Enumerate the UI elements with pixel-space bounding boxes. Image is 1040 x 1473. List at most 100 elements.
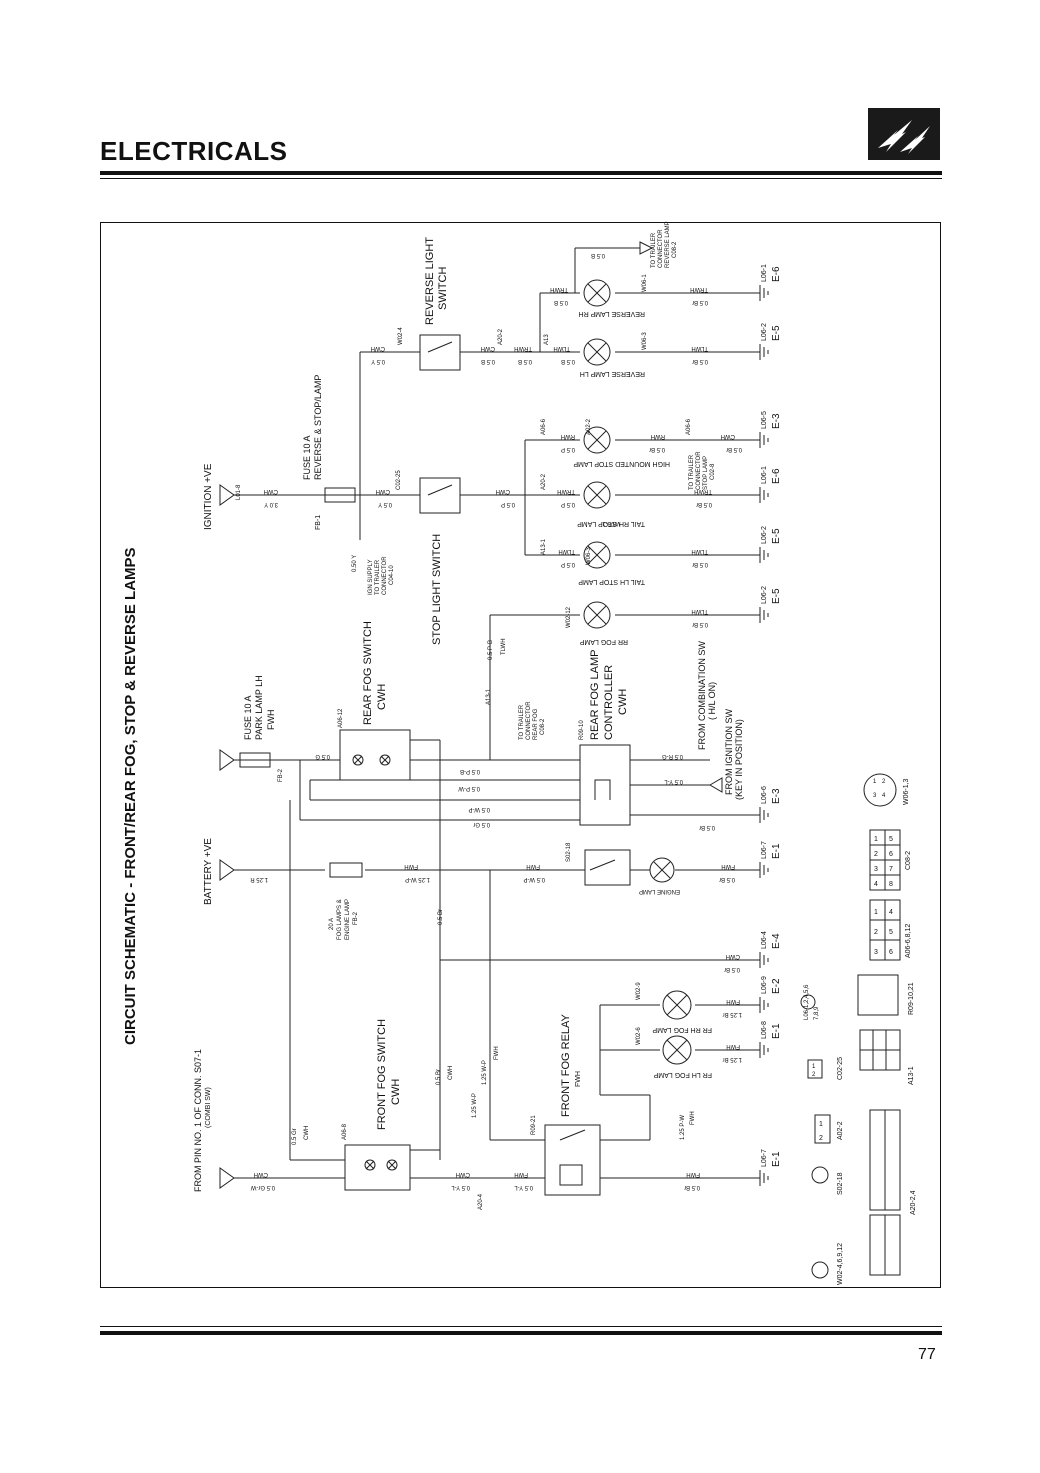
rear-fog-controller-label: CONTROLLER xyxy=(603,665,615,740)
wire-label: 0.5 Br xyxy=(436,1069,442,1085)
svg-text:1: 1 xyxy=(874,909,878,916)
svg-text:2: 2 xyxy=(812,1072,816,1078)
connector-id: A13 xyxy=(544,334,550,345)
from-ignition-label: FROM IGNITION SW xyxy=(724,709,734,795)
fuse-park-lamp xyxy=(239,752,271,768)
ground-label: E-6 xyxy=(771,468,782,484)
wire-label: 0.5 B xyxy=(561,358,575,364)
ground-label: L06-4 xyxy=(761,931,768,949)
wire-label: 1.25 W-P xyxy=(482,1060,488,1085)
front-fog-relay-label: FRONT FOG RELAY xyxy=(560,1013,572,1117)
connector-id: W02-9 xyxy=(636,982,642,1000)
svg-text:4: 4 xyxy=(882,793,886,799)
ground-label: E-6 xyxy=(771,266,782,282)
wire-label: FWH xyxy=(690,1111,696,1125)
connector-id: R09-10 xyxy=(579,720,585,740)
svg-text:1: 1 xyxy=(819,1121,823,1128)
engine-lamp xyxy=(649,857,675,883)
svg-text:A20-2,4: A20-2,4 xyxy=(910,1190,917,1215)
connector-id: W02-4 xyxy=(398,327,404,345)
svg-text:C08-2: C08-2 xyxy=(905,851,912,870)
footer-rule-thick xyxy=(100,1331,942,1335)
stop-light-switch xyxy=(419,477,461,514)
from-pin-label: FROM PIN NO. 1 OF CONN. S07-1 xyxy=(193,1049,203,1192)
lamp-label: TAIL LH STOP LAMP xyxy=(578,578,645,585)
wire-label: CWH xyxy=(304,1126,310,1140)
from-ignition-label: (KEY IN POSITION) xyxy=(734,719,744,800)
combi-sw-label: (COMBI SW) xyxy=(205,1087,212,1128)
reverse-lamp-rh xyxy=(583,279,611,307)
lamp-label: FR LH FOG LAMP xyxy=(653,1071,712,1078)
ground-label: L06-2 xyxy=(761,586,768,604)
wire-label: 1.25 W-P xyxy=(472,1093,478,1118)
lamp-label: TAIL RH STOP LAMP xyxy=(577,520,645,527)
park-terminal xyxy=(219,749,235,771)
engine-lamp-switch xyxy=(584,849,631,886)
trailer-connector-label: STOP LAMP xyxy=(703,456,709,490)
ground-label: E-5 xyxy=(771,528,782,544)
ground-label: E-4 xyxy=(771,933,782,949)
ground-label: E-3 xyxy=(771,788,782,804)
wire-label: CWH xyxy=(456,1171,470,1177)
fuse-fog-label: FB-2 xyxy=(353,911,359,925)
ground-label: L06-7 xyxy=(761,1149,768,1167)
trailer-connector-label: CONNECTOR xyxy=(658,229,664,268)
page-header-title: ELECTRICALS xyxy=(100,136,288,166)
wire-label: 0.5 W-P xyxy=(523,876,545,882)
ground-label: E-1 xyxy=(771,843,782,859)
ignition-sw-terminal xyxy=(709,777,723,793)
wire-label: 0.5 W-P xyxy=(468,806,490,812)
battery-terminal xyxy=(219,859,235,881)
connector-id: S02-18 xyxy=(566,842,572,862)
ignition-terminal xyxy=(219,484,235,506)
ground-label: E-1 xyxy=(771,1151,782,1167)
svg-text:A02-2: A02-2 xyxy=(837,1121,844,1140)
ignition-supply-label: IGNITION +VE xyxy=(203,463,214,530)
wire-label: TRWH xyxy=(694,488,712,494)
svg-text:6: 6 xyxy=(889,949,893,956)
wire-label: 1.25 P-W xyxy=(680,1115,686,1140)
fuse-park-label: FWH xyxy=(266,710,276,731)
tail-rh-stop-lamp xyxy=(583,481,611,509)
lamp-label: REVERSE LAMP RH xyxy=(579,310,645,317)
ground-label: L06-2 xyxy=(761,323,768,341)
svg-text:7,8,9: 7,8,9 xyxy=(814,1006,820,1020)
wire-label: 0.5 Y xyxy=(378,501,392,507)
ign-supply-label: 0.50 Y xyxy=(352,555,358,572)
wire-label: 0.5 Br xyxy=(699,824,715,830)
ground-label: L06-7 xyxy=(761,841,768,859)
ground-label: E-5 xyxy=(771,325,782,341)
connector-id: A06-6 xyxy=(686,418,692,435)
svg-text:L06-1,2,4,5,6: L06-1,2,4,5,6 xyxy=(804,984,810,1020)
fuse-park-label: FUSE 10 A xyxy=(243,695,253,740)
wire-label: 1.25 R xyxy=(250,876,268,882)
trailer-connector-label: CONNECTOR xyxy=(526,701,532,740)
wire-label: 0.5 Y-L xyxy=(514,1184,533,1190)
wire-label: 0.5 R-G xyxy=(662,753,683,759)
wire-label: 0.5 Br xyxy=(438,909,444,925)
wire-label: 0.5 Br xyxy=(719,876,735,882)
fuse-reverse-label: REVERSE & STOP/LAMP xyxy=(313,375,323,480)
wire-label: CWH xyxy=(264,488,278,494)
wire-label: 0.5 Y xyxy=(371,358,385,364)
lamp-label: HIGH MOUNTED STOP LAMP xyxy=(573,460,670,467)
wire-label: 0.5 B xyxy=(481,358,495,364)
svg-text:3: 3 xyxy=(874,949,878,956)
wire-label: 1.25 W-P xyxy=(405,876,430,882)
wire-label: 0.5 P xyxy=(501,501,515,507)
fuse-fog-label: ENGINE LAMP xyxy=(345,899,351,940)
wire-label: 0.5 B xyxy=(591,252,605,258)
svg-text:8: 8 xyxy=(889,881,893,888)
wire-label: 0.5 Br xyxy=(649,446,665,452)
schematic-frame xyxy=(100,222,941,1288)
wire-label: 0.5 Br xyxy=(726,446,742,452)
svg-text:R09-10,21: R09-10,21 xyxy=(908,982,915,1015)
svg-text:C02-25: C02-25 xyxy=(837,1057,844,1080)
svg-text:W02-4,6,9,12: W02-4,6,9,12 xyxy=(837,1243,844,1285)
wire-label: FWH xyxy=(526,863,540,869)
connector-id: A20-2 xyxy=(541,473,547,490)
wire-label: 0.5 Gr-W xyxy=(250,1184,275,1190)
svg-text:A06-6,8,12: A06-6,8,12 xyxy=(905,924,912,958)
wire-label: FWH xyxy=(726,998,740,1004)
footer-rule-thin xyxy=(100,1326,942,1327)
